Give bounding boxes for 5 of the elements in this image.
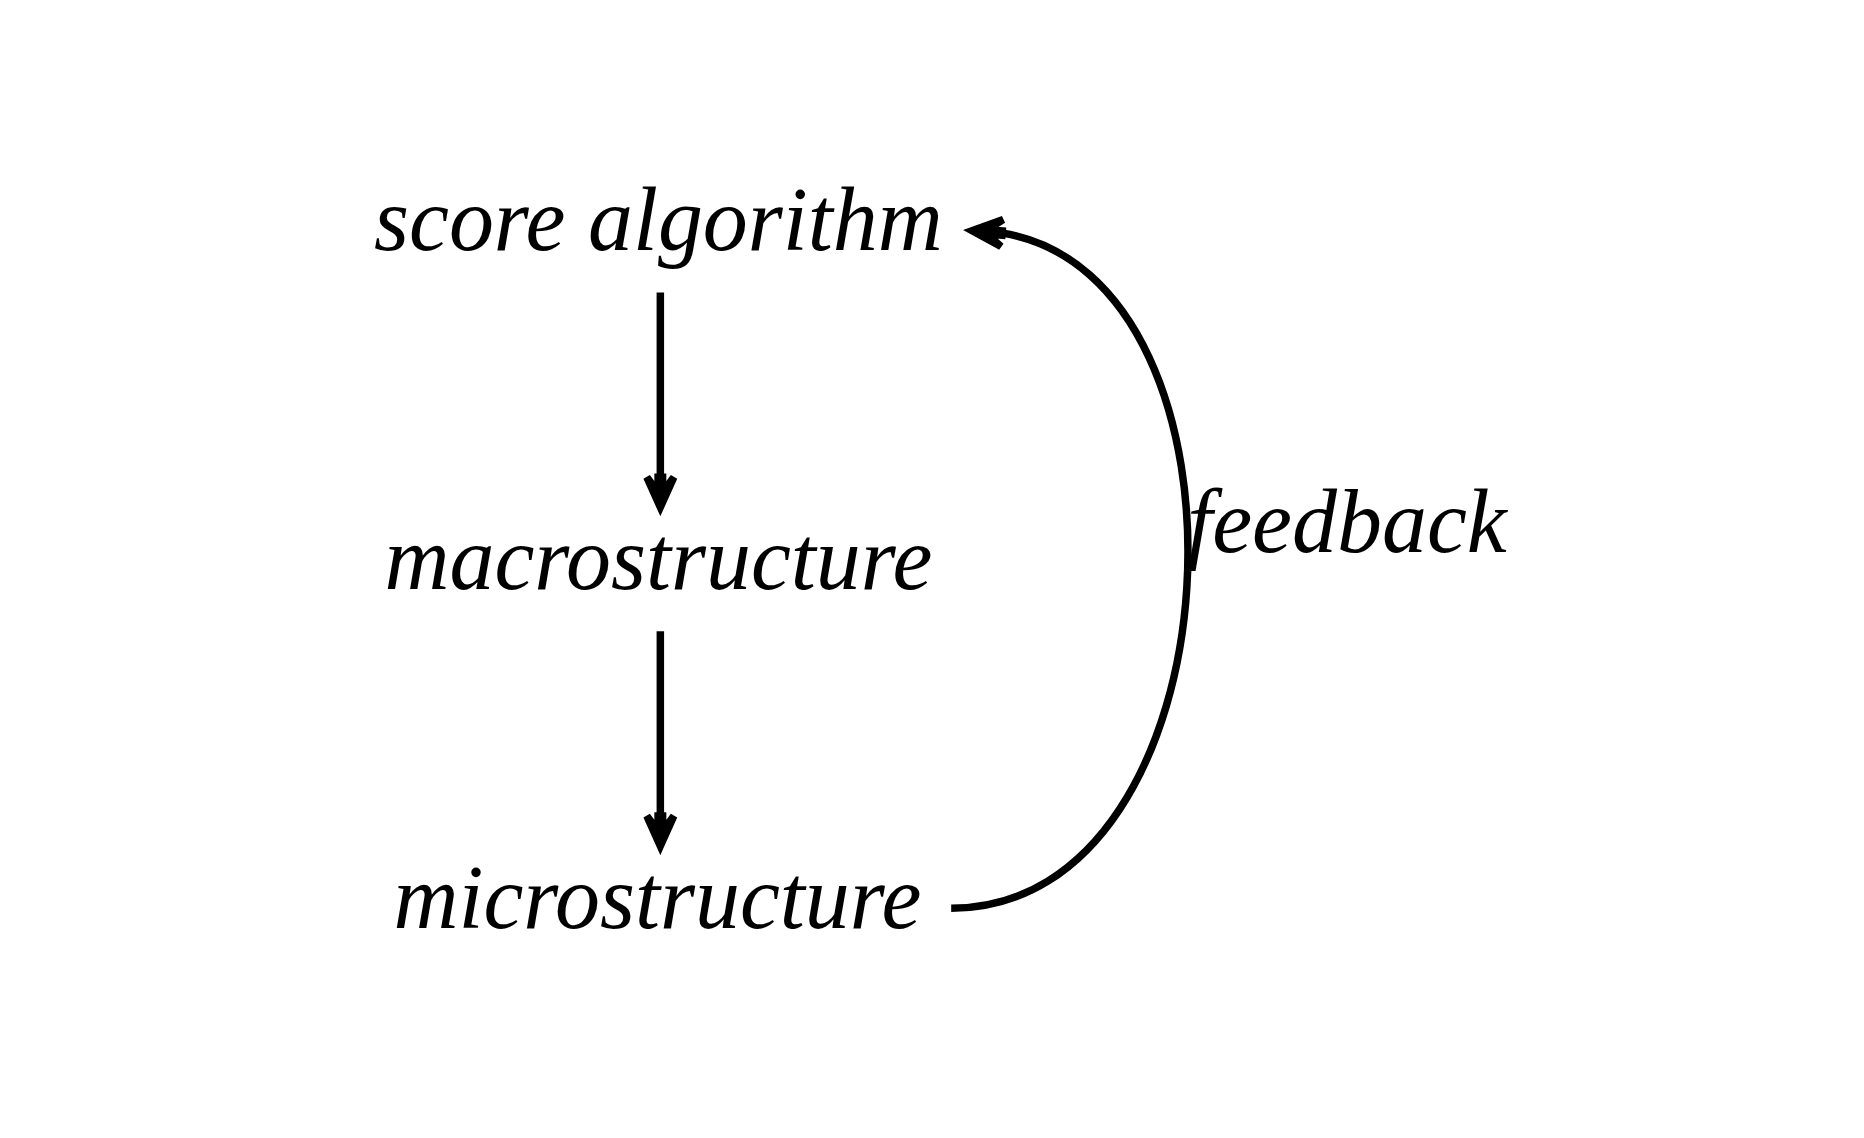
node-text: microstructure	[393, 847, 922, 947]
node-text: score algorithm	[373, 169, 943, 269]
arrow	[950, 215, 1191, 912]
edge-label: feedback	[1187, 471, 1507, 571]
node-text: macrostructure	[384, 508, 933, 608]
